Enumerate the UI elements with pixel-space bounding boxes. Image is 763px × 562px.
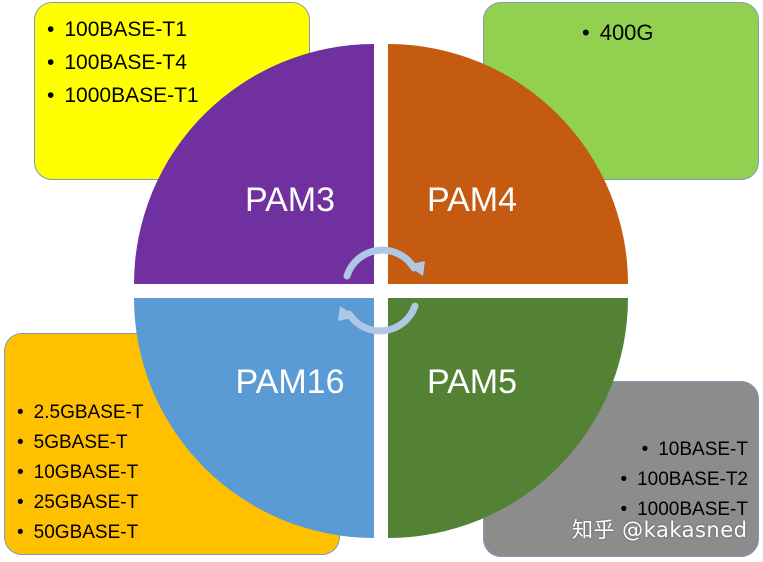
pam4-label: PAM4 xyxy=(427,181,517,219)
list-item: 100BASE-T4 xyxy=(47,46,199,79)
pam4-standards-list: 400G xyxy=(582,17,654,49)
pam3-quadrant xyxy=(134,44,374,284)
list-item: 1000BASE-T1 xyxy=(47,79,198,112)
pam5-label: PAM5 xyxy=(427,363,517,401)
pam4-quadrant xyxy=(388,44,628,284)
list-item: 5GBASE-T xyxy=(17,428,143,458)
pam3-label: PAM3 xyxy=(245,181,335,219)
list-item: 2.5GBASE-T xyxy=(17,398,144,428)
pam16-quadrant xyxy=(134,298,374,538)
pam5-standards-list: 10BASE-T 100BASE-T2 1000BASE-T xyxy=(620,435,748,525)
list-item: 400G xyxy=(582,17,654,49)
cycle-arrows-icon xyxy=(338,246,425,335)
list-item: 25GBASE-T xyxy=(17,488,143,518)
watermark: 知乎 @kakasned xyxy=(572,518,748,542)
list-item: 100BASE-T2 xyxy=(620,465,748,495)
pam16-standards-list: 2.5GBASE-T 5GBASE-T 10GBASE-T 25GBASE-T … xyxy=(17,398,144,548)
list-item: 1000BASE-T xyxy=(620,495,748,525)
list-item: 10GBASE-T xyxy=(17,458,143,488)
list-item: 10BASE-T xyxy=(620,435,748,465)
list-item: 100BASE-T1 xyxy=(47,13,199,46)
pam16-label: PAM16 xyxy=(236,363,345,401)
list-item: 50GBASE-T xyxy=(17,518,143,548)
pam5-quadrant xyxy=(388,298,628,538)
pam3-standards-list: 100BASE-T1 100BASE-T4 1000BASE-T1 xyxy=(47,13,199,112)
